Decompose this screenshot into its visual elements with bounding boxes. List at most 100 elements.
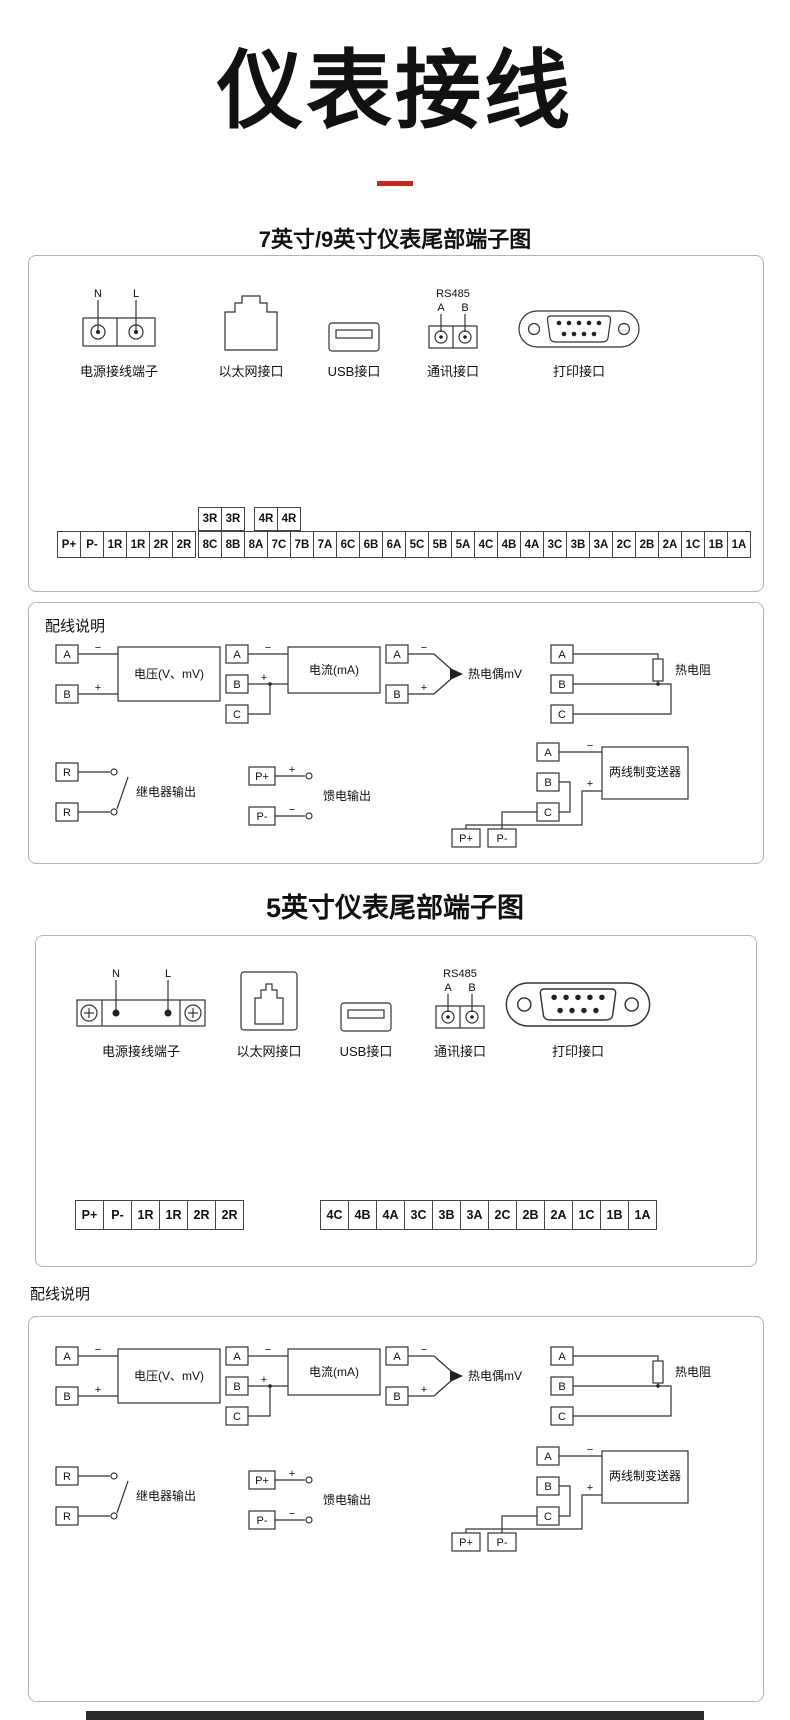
rtd-wiring-diagram: A B C 热电阻 bbox=[550, 644, 711, 724]
terminal-b: B bbox=[393, 689, 400, 701]
feed-wiring-diagram: P+ P- + − 馈电输出 bbox=[248, 1469, 371, 1530]
terminal-cell: 3C bbox=[404, 1200, 433, 1230]
terminal-cell: 3B bbox=[432, 1200, 461, 1230]
transmitter-label: 两线制变送器 bbox=[609, 1468, 681, 1483]
section-title-5inch: 5英寸仪表尾部端子图 bbox=[265, 893, 525, 923]
terminal-r2: R bbox=[63, 1511, 71, 1523]
polarity-minus: − bbox=[289, 804, 295, 816]
ethernet-icon bbox=[240, 971, 298, 1031]
terminal-cell: 1A bbox=[628, 1200, 657, 1230]
terminal-cell: 2A bbox=[544, 1200, 573, 1230]
terminal-pplus: P+ bbox=[459, 833, 473, 845]
voltage-label: 电压(V、mV) bbox=[134, 1369, 204, 1383]
terminal-a: A bbox=[544, 1451, 552, 1463]
terminal-r2: R bbox=[63, 807, 71, 819]
rs485-b-label: B bbox=[461, 302, 468, 314]
wiring-note-label: 配线说明 bbox=[45, 618, 106, 635]
power-l-label: L bbox=[165, 968, 171, 980]
polarity-minus: − bbox=[265, 1345, 271, 1356]
current-wiring-diagram: A B C − + 电流(mA) bbox=[225, 1345, 381, 1426]
terminal-a: A bbox=[63, 1351, 71, 1363]
terminal-cell: 1R bbox=[159, 1200, 188, 1230]
polarity-plus: + bbox=[587, 1482, 593, 1494]
terminal-c: C bbox=[558, 1411, 566, 1423]
terminal-a: A bbox=[558, 1351, 566, 1363]
panel-5inch-wiring-box: A B − + 电压(V、mV) A B C − + 电流(mA) A B − bbox=[28, 1316, 764, 1702]
terminal-b: B bbox=[558, 1381, 565, 1393]
terminal-cell: P+ bbox=[57, 531, 81, 558]
terminal-c: C bbox=[544, 807, 552, 819]
polarity-plus: + bbox=[289, 1469, 295, 1480]
terminal-c: C bbox=[233, 709, 241, 721]
rs485-a-label: A bbox=[444, 982, 452, 994]
terminal-cell: 1C bbox=[681, 531, 705, 558]
usb-icon bbox=[328, 322, 380, 352]
feed-label: 馈电输出 bbox=[323, 788, 371, 803]
terminal-cell: 3A bbox=[460, 1200, 489, 1230]
terminal-pplus: P+ bbox=[459, 1537, 473, 1549]
terminal-b: B bbox=[233, 1381, 240, 1393]
printer-connector-block: 打印接口 bbox=[517, 278, 641, 380]
terminal-a: A bbox=[558, 649, 566, 661]
terminal-cell: P+ bbox=[75, 1200, 104, 1230]
rtd-label: 热电阻 bbox=[675, 1365, 711, 1379]
terminal-cell: 1A bbox=[727, 531, 751, 558]
terminal-b: B bbox=[63, 1391, 70, 1403]
terminal-cell: 2R bbox=[187, 1200, 216, 1230]
terminal-cell: 2R bbox=[215, 1200, 244, 1230]
polarity-minus: − bbox=[421, 643, 427, 654]
terminal-cell: 4C bbox=[474, 531, 498, 558]
terminal-cell: 3C bbox=[543, 531, 567, 558]
polarity-plus: + bbox=[587, 778, 593, 790]
terminal-cell: 5A bbox=[451, 531, 475, 558]
rs485-b-label: B bbox=[468, 982, 475, 994]
terminal-c: C bbox=[558, 709, 566, 721]
rtd-label: 热电阻 bbox=[675, 663, 711, 677]
terminal-c: C bbox=[233, 1411, 241, 1423]
voltage-label: 电压(V、mV) bbox=[134, 667, 204, 681]
printer-label: 打印接口 bbox=[552, 364, 605, 379]
terminal-cell: 8C bbox=[198, 531, 222, 558]
terminal-cell: 4A bbox=[376, 1200, 405, 1230]
transmitter-label: 两线制变送器 bbox=[609, 764, 681, 779]
thermocouple-wiring-diagram: A B − + 热电偶mV bbox=[385, 643, 522, 704]
polarity-minus: − bbox=[95, 1345, 101, 1356]
terminal-pplus: P+ bbox=[255, 1475, 269, 1487]
terminal-cell: 1R bbox=[103, 531, 127, 558]
terminal-cell: 6C bbox=[336, 531, 360, 558]
terminal-a: A bbox=[393, 649, 401, 661]
terminal-cell: 8A bbox=[244, 531, 268, 558]
power-l-label: L bbox=[133, 288, 139, 300]
polarity-minus: − bbox=[421, 1345, 427, 1356]
polarity-plus: + bbox=[95, 682, 101, 694]
terminal-a: A bbox=[544, 747, 552, 759]
comm-connector-block: RS485 A B 通讯接口 bbox=[432, 958, 488, 1060]
terminal-pminus: P- bbox=[497, 833, 508, 845]
voltage-wiring-diagram: A B − + 电压(V、mV) bbox=[55, 643, 221, 704]
relay-wiring-diagram: R R 继电器输出 bbox=[55, 762, 196, 822]
terminal-pplus: P+ bbox=[255, 771, 269, 783]
printer-label: 打印接口 bbox=[551, 1044, 604, 1059]
terminal-cell: 2C bbox=[488, 1200, 517, 1230]
rs485-icon: RS485 A B bbox=[428, 288, 478, 349]
feed-label: 馈电输出 bbox=[323, 1492, 371, 1507]
panel-7inch-wiring-box: 配线说明 A B − + 电压(V、mV) A B C − + 电流(mA) A… bbox=[28, 602, 764, 864]
ethernet-label: 以太网接口 bbox=[218, 364, 284, 379]
terminal-a: A bbox=[233, 1351, 241, 1363]
terminal-cell: 7B bbox=[290, 531, 314, 558]
power-connector-label: 电源接线端子 bbox=[79, 364, 158, 379]
ethernet-connector-block: 以太网接口 bbox=[237, 958, 302, 1060]
polarity-plus: + bbox=[421, 682, 427, 694]
terminal-pminus: P- bbox=[497, 1537, 508, 1549]
usb-connector-block: USB接口 bbox=[336, 958, 396, 1060]
transmitter-wiring-diagram: A B C 两线制变送器 − + P+ P- bbox=[451, 1445, 689, 1552]
power-terminal-icon: N L bbox=[82, 288, 156, 347]
page-title: 仪表接线 bbox=[217, 43, 573, 139]
polarity-plus: + bbox=[289, 765, 295, 776]
terminal-cell: 4B bbox=[348, 1200, 377, 1230]
